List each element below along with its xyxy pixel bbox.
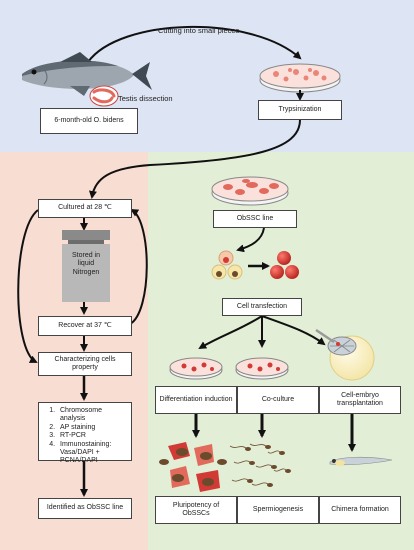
storage-text: Stored in liquid Nitrogen	[71, 252, 101, 276]
cutting-arrow	[87, 26, 302, 63]
identified-box: Identified as ObSSC line	[38, 498, 132, 519]
branch-box-transplant: Cell-embryo transplantation	[319, 386, 401, 414]
petri-dish-top	[259, 63, 341, 93]
recover-loop-arrow	[129, 208, 148, 325]
chimera-larva	[329, 456, 393, 466]
outcome-label: Spermiogenesis	[252, 505, 304, 513]
left-panel	[0, 152, 148, 550]
assay-item: Chromosome analysis	[57, 407, 127, 424]
fish-box: 6-month-old O. bidens	[40, 108, 138, 134]
transfection-text: Cell transfection	[236, 302, 288, 310]
recover-box-text: Recover at 37 ℃	[58, 321, 112, 329]
red-cells	[270, 251, 299, 279]
petri-dish-obssc	[211, 176, 289, 206]
dish-differentiation	[169, 357, 223, 380]
outcome-label: Chimera formation	[331, 505, 389, 513]
outcome-box-chimera: Chimera formation	[319, 496, 401, 524]
outcome-box-pluripotency: Pluripotency of ObSSCs	[155, 496, 237, 524]
cell-cluster	[211, 250, 243, 280]
sperm-cells	[229, 443, 287, 486]
branch-label: Differentiation induction	[159, 395, 233, 403]
differentiated-cells	[159, 442, 227, 492]
testis-label: Testis dissection	[118, 94, 173, 103]
cutting-label: Cutting into small pieces	[158, 26, 240, 35]
trypsin-box: Trypsinization	[258, 100, 342, 120]
assay-item: AP staining	[57, 424, 127, 432]
cultured-box-text: Cultured at 28 ℃	[58, 204, 112, 212]
identified-box-text: Identified as ObSSC line	[46, 504, 124, 512]
assay-item: RT-PCR	[57, 432, 127, 440]
characterize-box: Characterizing cells property	[38, 352, 132, 376]
sperm-heads	[245, 445, 291, 487]
recover-box: Recover at 37 ℃	[38, 316, 132, 336]
trypsin-box-text: Trypsinization	[278, 105, 322, 113]
nitrogen-tank	[62, 230, 110, 302]
assay-item: Immunostaining: Vasa/DAPI + PCNA/DAPI	[57, 441, 127, 466]
cultured-box: Cultured at 28 ℃	[38, 199, 132, 218]
obssc-line-box: ObSSC line	[213, 210, 297, 228]
culture-to-character-arrow	[17, 209, 39, 363]
branch-label: Co-culture	[261, 395, 295, 403]
transfection-box: Cell transfection	[222, 298, 302, 316]
obssc-line-text: ObSSC line	[236, 214, 274, 222]
characterize-box-text: Characterizing cells property	[54, 355, 116, 371]
branch-box-coculture: Co-culture	[237, 386, 319, 414]
dish-coculture	[235, 357, 289, 380]
branch-label: Cell-embryo transplantation	[337, 391, 383, 407]
embryo-illustration	[315, 328, 375, 381]
outcome-box-spermiogenesis: Spermiogenesis	[237, 496, 319, 524]
to-culture-arrow	[88, 119, 301, 199]
fish-box-text: 6-month-old O. bidens	[54, 116, 124, 124]
branch-box-differentiation: Differentiation induction	[155, 386, 237, 414]
outcome-label: Pluripotency of ObSSCs	[172, 501, 220, 517]
testis-illustration	[89, 85, 119, 107]
assay-list: Chromosome analysis AP staining RT-PCR I…	[38, 402, 132, 464]
fish-illustration	[22, 52, 152, 96]
